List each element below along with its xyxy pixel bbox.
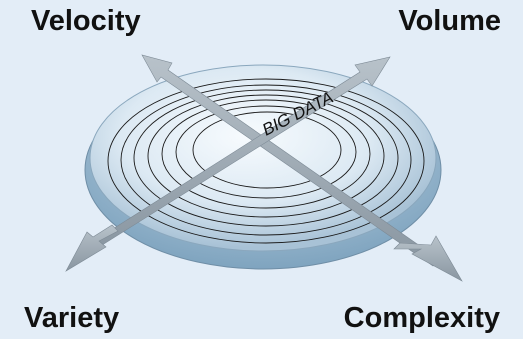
ring [120, 84, 412, 236]
ring [147, 94, 385, 218]
complexity-arrow [393, 235, 463, 282]
velocity-arrow [141, 54, 441, 267]
ring [161, 99, 371, 209]
concentric-rings [107, 78, 425, 244]
variety-arrow [65, 224, 119, 272]
volume-arrow [85, 56, 391, 253]
velocity-label: Velocity [31, 5, 141, 37]
volume-label: Volume [398, 5, 501, 37]
variety-label: Variety [24, 302, 120, 334]
arrows [65, 54, 463, 282]
complexity-label: Complexity [343, 302, 500, 334]
ring [192, 111, 342, 189]
ring [107, 78, 425, 244]
ring [133, 89, 399, 227]
ring [175, 105, 357, 199]
